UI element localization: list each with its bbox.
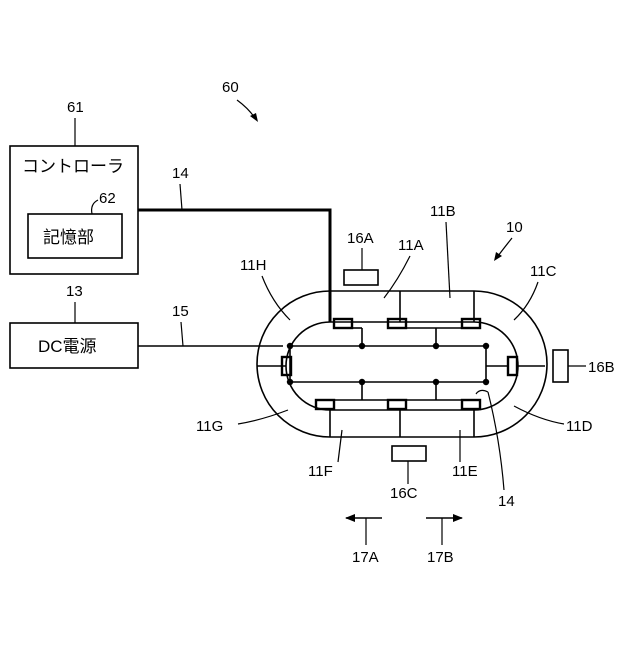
seg-11C-leader (514, 282, 538, 320)
line14-top-label: 14 (172, 165, 189, 182)
sensor-16B (553, 350, 568, 382)
seg-11G-label: 11G (196, 418, 223, 435)
pad-11C (508, 357, 517, 375)
pad-11A-left (334, 319, 352, 328)
memory-ref-label: 62 (99, 190, 116, 207)
dc-ref-label: 13 (66, 283, 83, 300)
device-ref-arrowhead (494, 252, 502, 261)
pad-11E (462, 400, 480, 409)
line14-bottom-hook (476, 390, 488, 394)
pad-11A (388, 319, 406, 328)
seg-11B-label: 11B (430, 203, 456, 220)
seg-11H-leader (262, 276, 290, 320)
sensor-16B-label: 16B (588, 359, 615, 376)
arrow-17A-label: 17A (352, 549, 379, 566)
pad-11B (462, 319, 480, 328)
junction-6 (483, 379, 489, 385)
line15-label: 15 (172, 303, 189, 320)
seg-11D-leader (514, 406, 564, 424)
controller-text: コントローラ (22, 157, 124, 176)
pad-11E-left (388, 400, 406, 409)
line14-top-leader (180, 184, 182, 210)
arrow-17B-label: 17B (427, 549, 454, 566)
seg-11F-leader (338, 430, 342, 462)
memory-text: 記憶部 (43, 228, 94, 247)
seg-11B-leader (446, 222, 450, 298)
sensor-16C-label: 16C (390, 485, 418, 502)
controller-ref-label: 61 (67, 99, 84, 116)
ring-outer (257, 291, 547, 437)
system-ref-arrowhead (250, 113, 258, 122)
ring-inner (286, 322, 518, 410)
device-ref-leader (498, 238, 512, 256)
junction-4 (359, 379, 365, 385)
sensor-16A (344, 270, 378, 285)
system-ref-label: 60 (222, 79, 239, 96)
signal-line-14 (138, 210, 330, 322)
pad-11F (316, 400, 334, 409)
line15-leader (181, 322, 183, 346)
seg-11E-label: 11E (452, 463, 478, 480)
seg-11F-label: 11F (308, 463, 333, 480)
seg-11C-label: 11C (530, 263, 557, 280)
junction-5 (433, 379, 439, 385)
device-ref-label: 10 (506, 219, 523, 236)
junction-3 (483, 343, 489, 349)
sensor-16C (392, 446, 426, 461)
junction-2 (433, 343, 439, 349)
sensor-16A-label: 16A (347, 230, 374, 247)
memory-ref-leader (92, 200, 98, 214)
seg-11A-label: 11A (398, 237, 424, 254)
line14-bottom-label: 14 (498, 493, 515, 510)
seg-11H-label: 11H (240, 257, 266, 274)
seg-11D-label: 11D (566, 418, 593, 435)
dc-power-text: DC電源 (38, 337, 97, 356)
junction-1 (359, 343, 365, 349)
